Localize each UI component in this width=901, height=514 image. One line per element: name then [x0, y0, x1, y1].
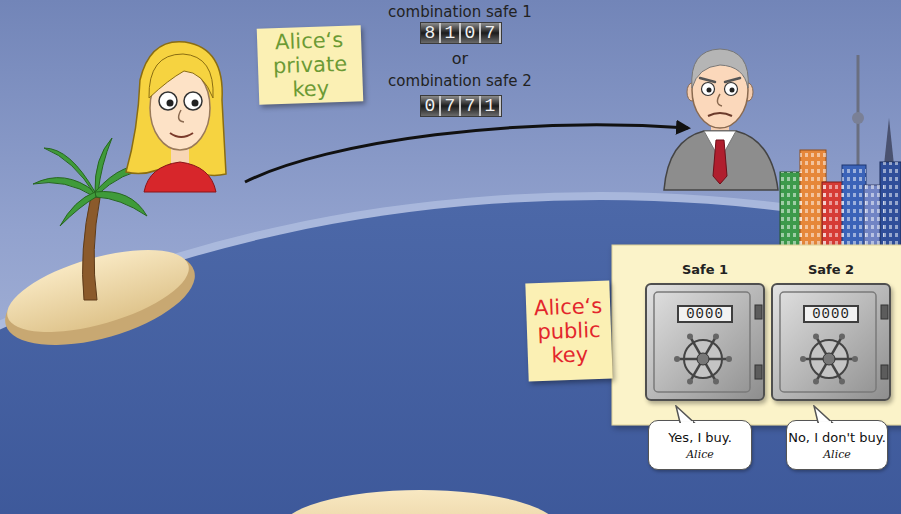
private-key-note: Alice‘s private key [257, 25, 364, 105]
combination-digits: 8107 [420, 22, 502, 44]
safe-hinge [755, 365, 762, 379]
bubble-tail [675, 405, 699, 423]
alice-figure [179, 110, 184, 122]
public-key-panel [612, 245, 901, 425]
combination-caption: combination safe 1 [375, 3, 545, 21]
alice-figure [126, 42, 226, 192]
city-skyline [822, 182, 844, 252]
island [0, 233, 205, 364]
safe-dial [674, 356, 680, 362]
palm-tree [83, 196, 100, 300]
speech-bubble: No, I don't buy. Alice [786, 420, 888, 470]
safe-hinge [881, 365, 888, 379]
safe-dial [852, 356, 858, 362]
businessman-figure [725, 83, 738, 96]
alice-figure [149, 54, 213, 98]
safe-dial [697, 353, 709, 365]
alice-figure [170, 133, 193, 137]
safe-hinge [755, 305, 762, 319]
public-key-note: Alice‘s public key [525, 281, 612, 382]
bubble-tail [814, 406, 832, 423]
businessman-figure [692, 49, 749, 88]
speech-bubble: Yes, I buy. Alice [648, 420, 752, 470]
globe [0, 192, 901, 514]
palm-tree [60, 192, 96, 226]
businessman-figure [713, 140, 727, 184]
safe-dial [713, 379, 719, 385]
city-skyline [780, 172, 802, 252]
island [0, 233, 197, 348]
businessman-figure [664, 131, 778, 190]
safe-dial [823, 353, 835, 365]
palm-tree [44, 148, 95, 195]
safe-hinge [881, 305, 888, 319]
city-skyline [842, 165, 866, 250]
or-text: or [375, 50, 545, 68]
city-skyline [884, 118, 894, 165]
bubble-tail [813, 405, 837, 423]
key-note-text: Alice‘s public key [529, 294, 609, 369]
businessman-figure [730, 88, 735, 93]
safe-dial [687, 333, 693, 339]
alice-figure [159, 92, 177, 110]
city-skyline [780, 55, 901, 252]
safe-dial [839, 379, 845, 385]
safe-dial [687, 379, 693, 385]
safe-dial [726, 356, 732, 362]
safe-door [647, 285, 763, 399]
safe-door [780, 292, 876, 392]
globe [0, 192, 901, 514]
signature: Alice [649, 448, 751, 461]
safe-box: Safe 20000 [771, 283, 891, 401]
safe-dial [839, 333, 845, 339]
safe-heading: Safe 1 [647, 262, 763, 277]
send-arrow [245, 125, 688, 182]
safe-display: 0000 [677, 305, 733, 323]
businessman-figure [717, 94, 722, 106]
safe-heading: Safe 2 [773, 262, 889, 277]
alice-figure [184, 92, 202, 110]
safe-box: Safe 10000 [645, 283, 765, 401]
city-skyline [880, 162, 901, 252]
bottom-sand [280, 490, 560, 514]
safe-dial [713, 333, 719, 339]
safe-dial [813, 379, 819, 385]
island [0, 233, 205, 364]
safe-door [773, 285, 889, 399]
businessman-figure [702, 83, 715, 96]
city-skyline [842, 165, 866, 250]
alice-figure [167, 100, 174, 107]
public-key-panel [612, 245, 901, 425]
safe-dial [813, 333, 819, 339]
signature: Alice [787, 448, 887, 461]
send-arrow [245, 125, 688, 182]
bubble-text: No, I don't buy. [787, 430, 887, 445]
combination-caption: combination safe 2 [375, 72, 545, 90]
city-skyline [852, 112, 864, 124]
businessman-figure [708, 113, 732, 116]
key-note-text: Alice‘s private key [260, 27, 360, 102]
businessman-figure [664, 49, 778, 190]
city-skyline [822, 182, 844, 252]
globe [0, 200, 901, 514]
safe-dial [800, 356, 806, 362]
bubble-text: Yes, I buy. [649, 430, 751, 445]
alice-figure [192, 100, 199, 107]
bubble-tail [819, 421, 831, 423]
alice-figure [126, 42, 226, 176]
bubble-tail [681, 421, 693, 423]
combination-digits: 0771 [420, 95, 502, 117]
safe-door [654, 292, 750, 392]
bubble-tail [676, 406, 694, 423]
alice-figure [144, 162, 216, 192]
palm-tree [95, 192, 147, 217]
businessman-figure [707, 88, 712, 93]
safe-display: 0000 [803, 305, 859, 323]
city-skyline [880, 162, 901, 252]
businessman-figure [700, 78, 740, 82]
bottom-sand [280, 490, 560, 514]
city-skyline [780, 172, 802, 252]
